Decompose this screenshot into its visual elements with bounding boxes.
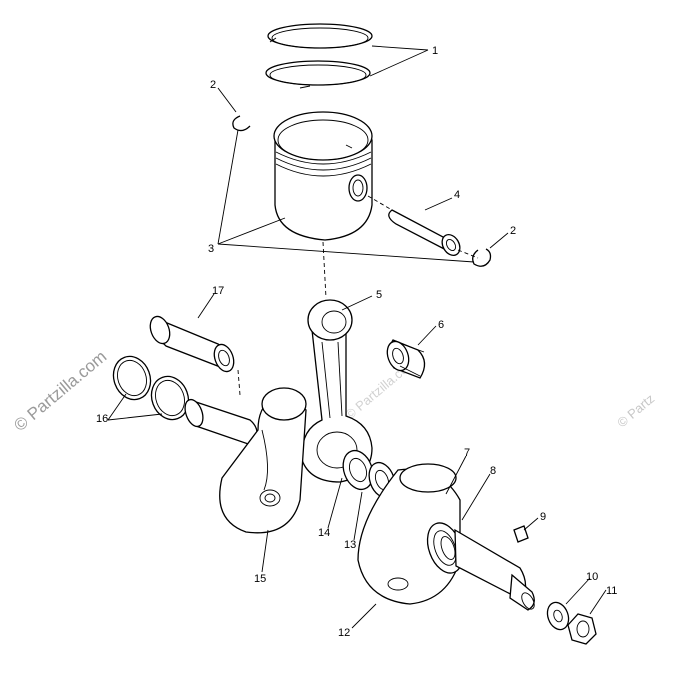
callout-13: 13 xyxy=(344,539,356,551)
piston-axis-line xyxy=(322,241,327,299)
callout-12: 12 xyxy=(338,627,350,639)
callout-14: 14 xyxy=(318,527,330,539)
callout-1: 1 xyxy=(432,45,438,57)
crankshaft-right-half xyxy=(357,463,535,611)
leader-lines xyxy=(107,45,607,629)
seal-rings xyxy=(112,355,190,421)
callout-labels: 1 2 2 3 4 5 6 7 8 9 10 11 12 13 14 15 16… xyxy=(96,45,617,639)
piston-rings xyxy=(265,23,373,89)
needle-bearing-small-end xyxy=(386,339,426,379)
callout-9: 9 xyxy=(540,511,546,523)
watermark-faint-right: © Partz xyxy=(614,391,657,430)
callout-10: 10 xyxy=(586,571,598,583)
crank-pin xyxy=(149,315,241,396)
callout-7: 7 xyxy=(464,447,470,459)
connecting-rod xyxy=(301,299,373,483)
callout-8: 8 xyxy=(490,465,496,477)
callout-16: 16 xyxy=(96,413,108,425)
callout-3: 3 xyxy=(208,243,214,255)
callout-11: 11 xyxy=(606,585,617,597)
callout-4: 4 xyxy=(454,189,460,201)
piston-pin xyxy=(367,195,479,259)
callout-15: 15 xyxy=(254,573,266,585)
piston xyxy=(273,111,373,241)
callout-5: 5 xyxy=(376,289,382,301)
crankshaft-left-half xyxy=(184,387,307,534)
washer xyxy=(546,601,570,631)
callout-17: 17 xyxy=(212,285,224,297)
callout-2-lower: 2 xyxy=(510,225,516,237)
circlip-lower xyxy=(472,248,492,267)
nut xyxy=(567,613,597,645)
callout-6: 6 xyxy=(438,319,444,331)
circlip-upper xyxy=(232,115,251,132)
callout-2-upper: 2 xyxy=(210,79,216,91)
